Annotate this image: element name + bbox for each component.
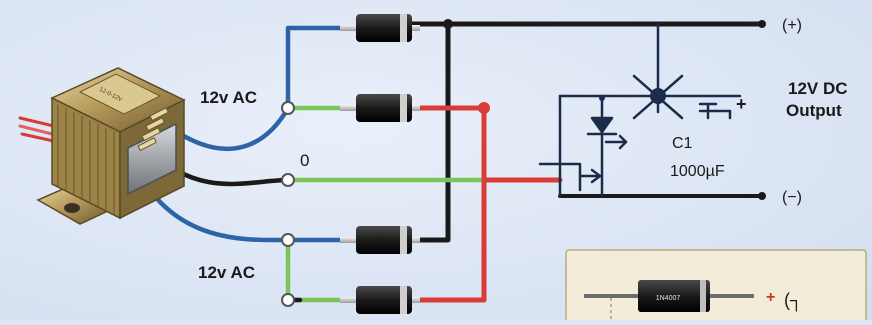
inset-diode-band [700, 280, 706, 312]
junction-dot [281, 101, 295, 115]
schematic-node [599, 95, 605, 101]
diode-cathode-band [400, 14, 407, 42]
positive-terminal-end [758, 20, 766, 28]
transformer-icon: 12-0-12V [36, 67, 186, 225]
junctions [281, 19, 490, 307]
capacitor-plus-sign: + [736, 94, 747, 114]
diode-anode-bus-wire [409, 105, 487, 303]
junction-dot [281, 293, 295, 307]
diode-inset-panel: 1N4007 + (┐ [565, 249, 867, 325]
negative-terminal-end [758, 192, 766, 200]
diode-lower-mid [340, 226, 420, 254]
diode-upper-mid [340, 94, 420, 122]
mount-hole [64, 203, 80, 213]
capacitor-icon [698, 102, 732, 120]
diode-cathode-band [400, 226, 407, 254]
ac-bottom-label: 12v AC [198, 263, 255, 282]
junction-dot [478, 102, 490, 114]
diode-bottom [340, 286, 420, 314]
inset-plus-sign: + [766, 289, 775, 306]
negative-terminal-label: (−) [782, 189, 802, 206]
diode-top [340, 14, 420, 42]
capacitor-value: 1000µF [670, 163, 725, 180]
diode-cathode-band [400, 286, 407, 314]
transformer-label [78, 73, 162, 115]
output-label-line2: Output [786, 101, 842, 120]
regulator-schematic [538, 22, 742, 198]
switch-element [538, 162, 602, 192]
junction-dot [443, 19, 453, 29]
inset-diode-body [638, 280, 710, 312]
junction-dot [281, 233, 295, 247]
transistor-icon [632, 74, 684, 120]
capacitor-name: C1 [672, 135, 693, 152]
junction-dot [281, 173, 295, 187]
diode-icon [356, 14, 412, 42]
labels: 12v AC 12v AC 0 (+) (−) 12V DC Output C1… [198, 17, 848, 282]
ac-top-label: 12v AC [200, 88, 257, 107]
output-label-line1: 12V DC [788, 79, 848, 98]
diode-icon [356, 94, 412, 122]
transformer-terminals [137, 107, 169, 152]
diode-icon [356, 286, 412, 314]
diode-icon [356, 226, 412, 254]
positive-terminal-label: (+) [782, 17, 802, 34]
center-tap-label: 0 [300, 151, 309, 170]
core-laminations [57, 104, 115, 214]
inset-background [565, 249, 867, 325]
diode-cathode-bus-wire [409, 21, 451, 243]
inset-bracket-symbol: (┐ [784, 290, 803, 312]
diode-cathode-band [400, 94, 407, 122]
zener-diode-icon [586, 94, 628, 198]
inset-part-number: 1N4007 [656, 295, 681, 302]
